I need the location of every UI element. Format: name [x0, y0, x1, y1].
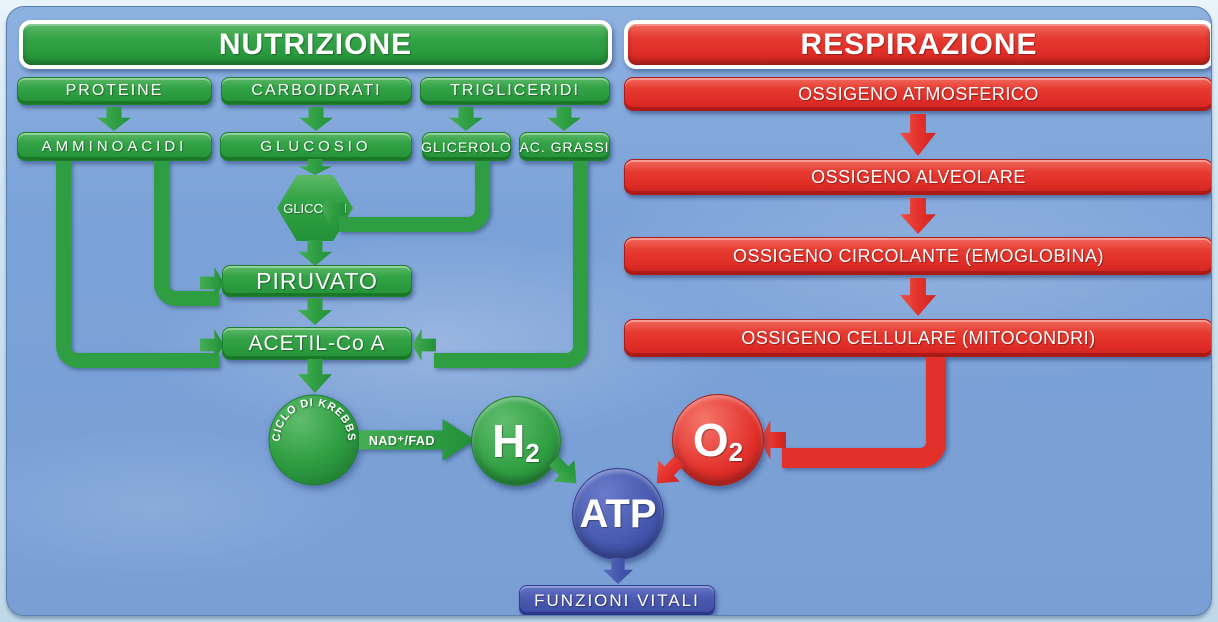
- elbow-connector-icon: [434, 161, 588, 368]
- funzioni-vitali-box: FUNZIONI VITALI: [519, 585, 715, 615]
- carboidrati-box: CARBOIDRATI: [221, 77, 412, 105]
- arrow-down-icon: [547, 107, 581, 131]
- arrow-down-icon: [900, 198, 936, 234]
- arrow-left-icon: [412, 329, 436, 361]
- arrow-down-icon: [97, 107, 131, 131]
- arrow-down-icon: [298, 359, 332, 393]
- ossigeno-alveolare-box: OSSIGENO ALVEOLARE: [624, 159, 1211, 195]
- metabolism-diagram: NUTRIZIONE PROTEINE CARBOIDRATI TRIGLICE…: [6, 6, 1212, 616]
- h2-circle: H 2: [471, 396, 561, 486]
- arrow-down-icon: [298, 159, 332, 175]
- ossigeno-atmosferico-box: OSSIGENO ATMOSFERICO: [624, 77, 1211, 111]
- h2-symbol: H: [492, 415, 526, 467]
- arrow-down-icon: [298, 240, 332, 266]
- elbow-connector-icon: [56, 161, 219, 368]
- krebs-cycle-circle: CICLO DI KREBBS: [268, 394, 360, 486]
- elbow-connector-icon: [782, 357, 946, 468]
- h2-subscript: 2: [525, 437, 540, 468]
- nad-fad-arrow: NAD⁺/FAD: [359, 419, 475, 461]
- arrow-down-icon: [900, 114, 936, 156]
- nad-fad-label: NAD⁺/FAD: [368, 433, 435, 448]
- atp-circle: ATP: [572, 468, 664, 560]
- amminoacidi-box: AMMINOACIDI: [17, 132, 212, 161]
- arrow-down-icon: [299, 107, 333, 131]
- arrow-down-icon: [900, 278, 936, 316]
- glucosio-box: GLUCOSIO: [220, 132, 412, 161]
- piruvato-box: PIRUVATO: [222, 265, 412, 297]
- ac-grassi-box: AC. GRASSI: [519, 132, 610, 161]
- krebs-cycle-graphic: CICLO DI KREBBS: [268, 394, 360, 486]
- proteine-box: PROTEINE: [17, 77, 212, 105]
- ossigeno-cellulare-box: OSSIGENO CELLULARE (MITOCONDRI): [624, 319, 1211, 357]
- arrow-down-icon: [449, 107, 483, 131]
- acetil-coa-box: ACETIL-Co A: [222, 327, 412, 360]
- nutrition-header: NUTRIZIONE: [19, 20, 612, 69]
- arrow-down-icon: [298, 298, 332, 325]
- o2-symbol: O: [692, 414, 729, 466]
- o2-circle: O 2: [672, 394, 764, 486]
- glicerolo-box: GLICEROLO: [421, 132, 511, 161]
- arrow-down-icon: [603, 558, 633, 584]
- trigliceridi-box: TRIGLICERIDI: [420, 77, 610, 105]
- respiration-header: RESPIRAZIONE: [624, 20, 1211, 69]
- ossigeno-circolante-box: OSSIGENO CIRCOLANTE (EMOGLOBINA): [624, 237, 1211, 275]
- elbow-connector-icon: [154, 161, 219, 306]
- o2-subscript: 2: [728, 436, 744, 467]
- elbow-connector-icon: [339, 161, 490, 232]
